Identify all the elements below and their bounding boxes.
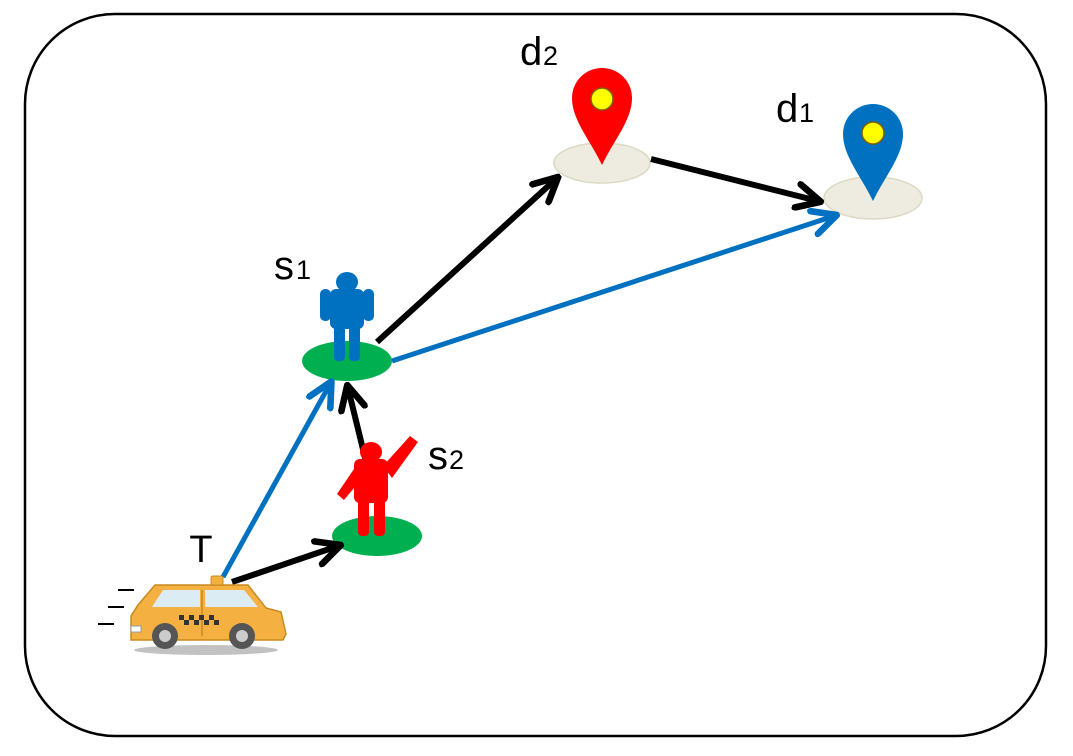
dest-2-letter: d <box>520 30 542 74</box>
map-pin-icon <box>572 68 632 165</box>
source-2-letter: s <box>428 434 448 478</box>
pickup-spot-2 <box>332 516 422 556</box>
source-2-label: s 2 <box>428 434 464 478</box>
map-pin-icon <box>843 104 903 201</box>
dest-2-subscript: 2 <box>543 41 558 71</box>
taxi-icon <box>98 575 287 655</box>
source-2-subscript: 2 <box>449 445 464 475</box>
route-s1-to-d2 <box>374 179 556 345</box>
route-taxi-to-s2 <box>231 546 338 585</box>
source-1-subscript: 1 <box>296 255 311 285</box>
route-d2-to-d1 <box>650 156 818 201</box>
pickup-spot-1 <box>302 341 392 381</box>
waving-person-icon <box>337 436 418 536</box>
dest-2-label: d 2 <box>520 30 558 74</box>
source-1-letter: s <box>274 244 294 288</box>
route-taxi-to-s1 <box>220 384 330 579</box>
dest-1-label: d 1 <box>776 87 814 131</box>
source-1-label: s 1 <box>274 244 311 288</box>
taxi-label: T <box>189 529 212 571</box>
dest-1-letter: d <box>776 87 798 131</box>
dest-1-subscript: 1 <box>799 98 814 128</box>
route-s1-to-d1 <box>391 216 834 364</box>
standing-person-icon <box>320 272 374 361</box>
